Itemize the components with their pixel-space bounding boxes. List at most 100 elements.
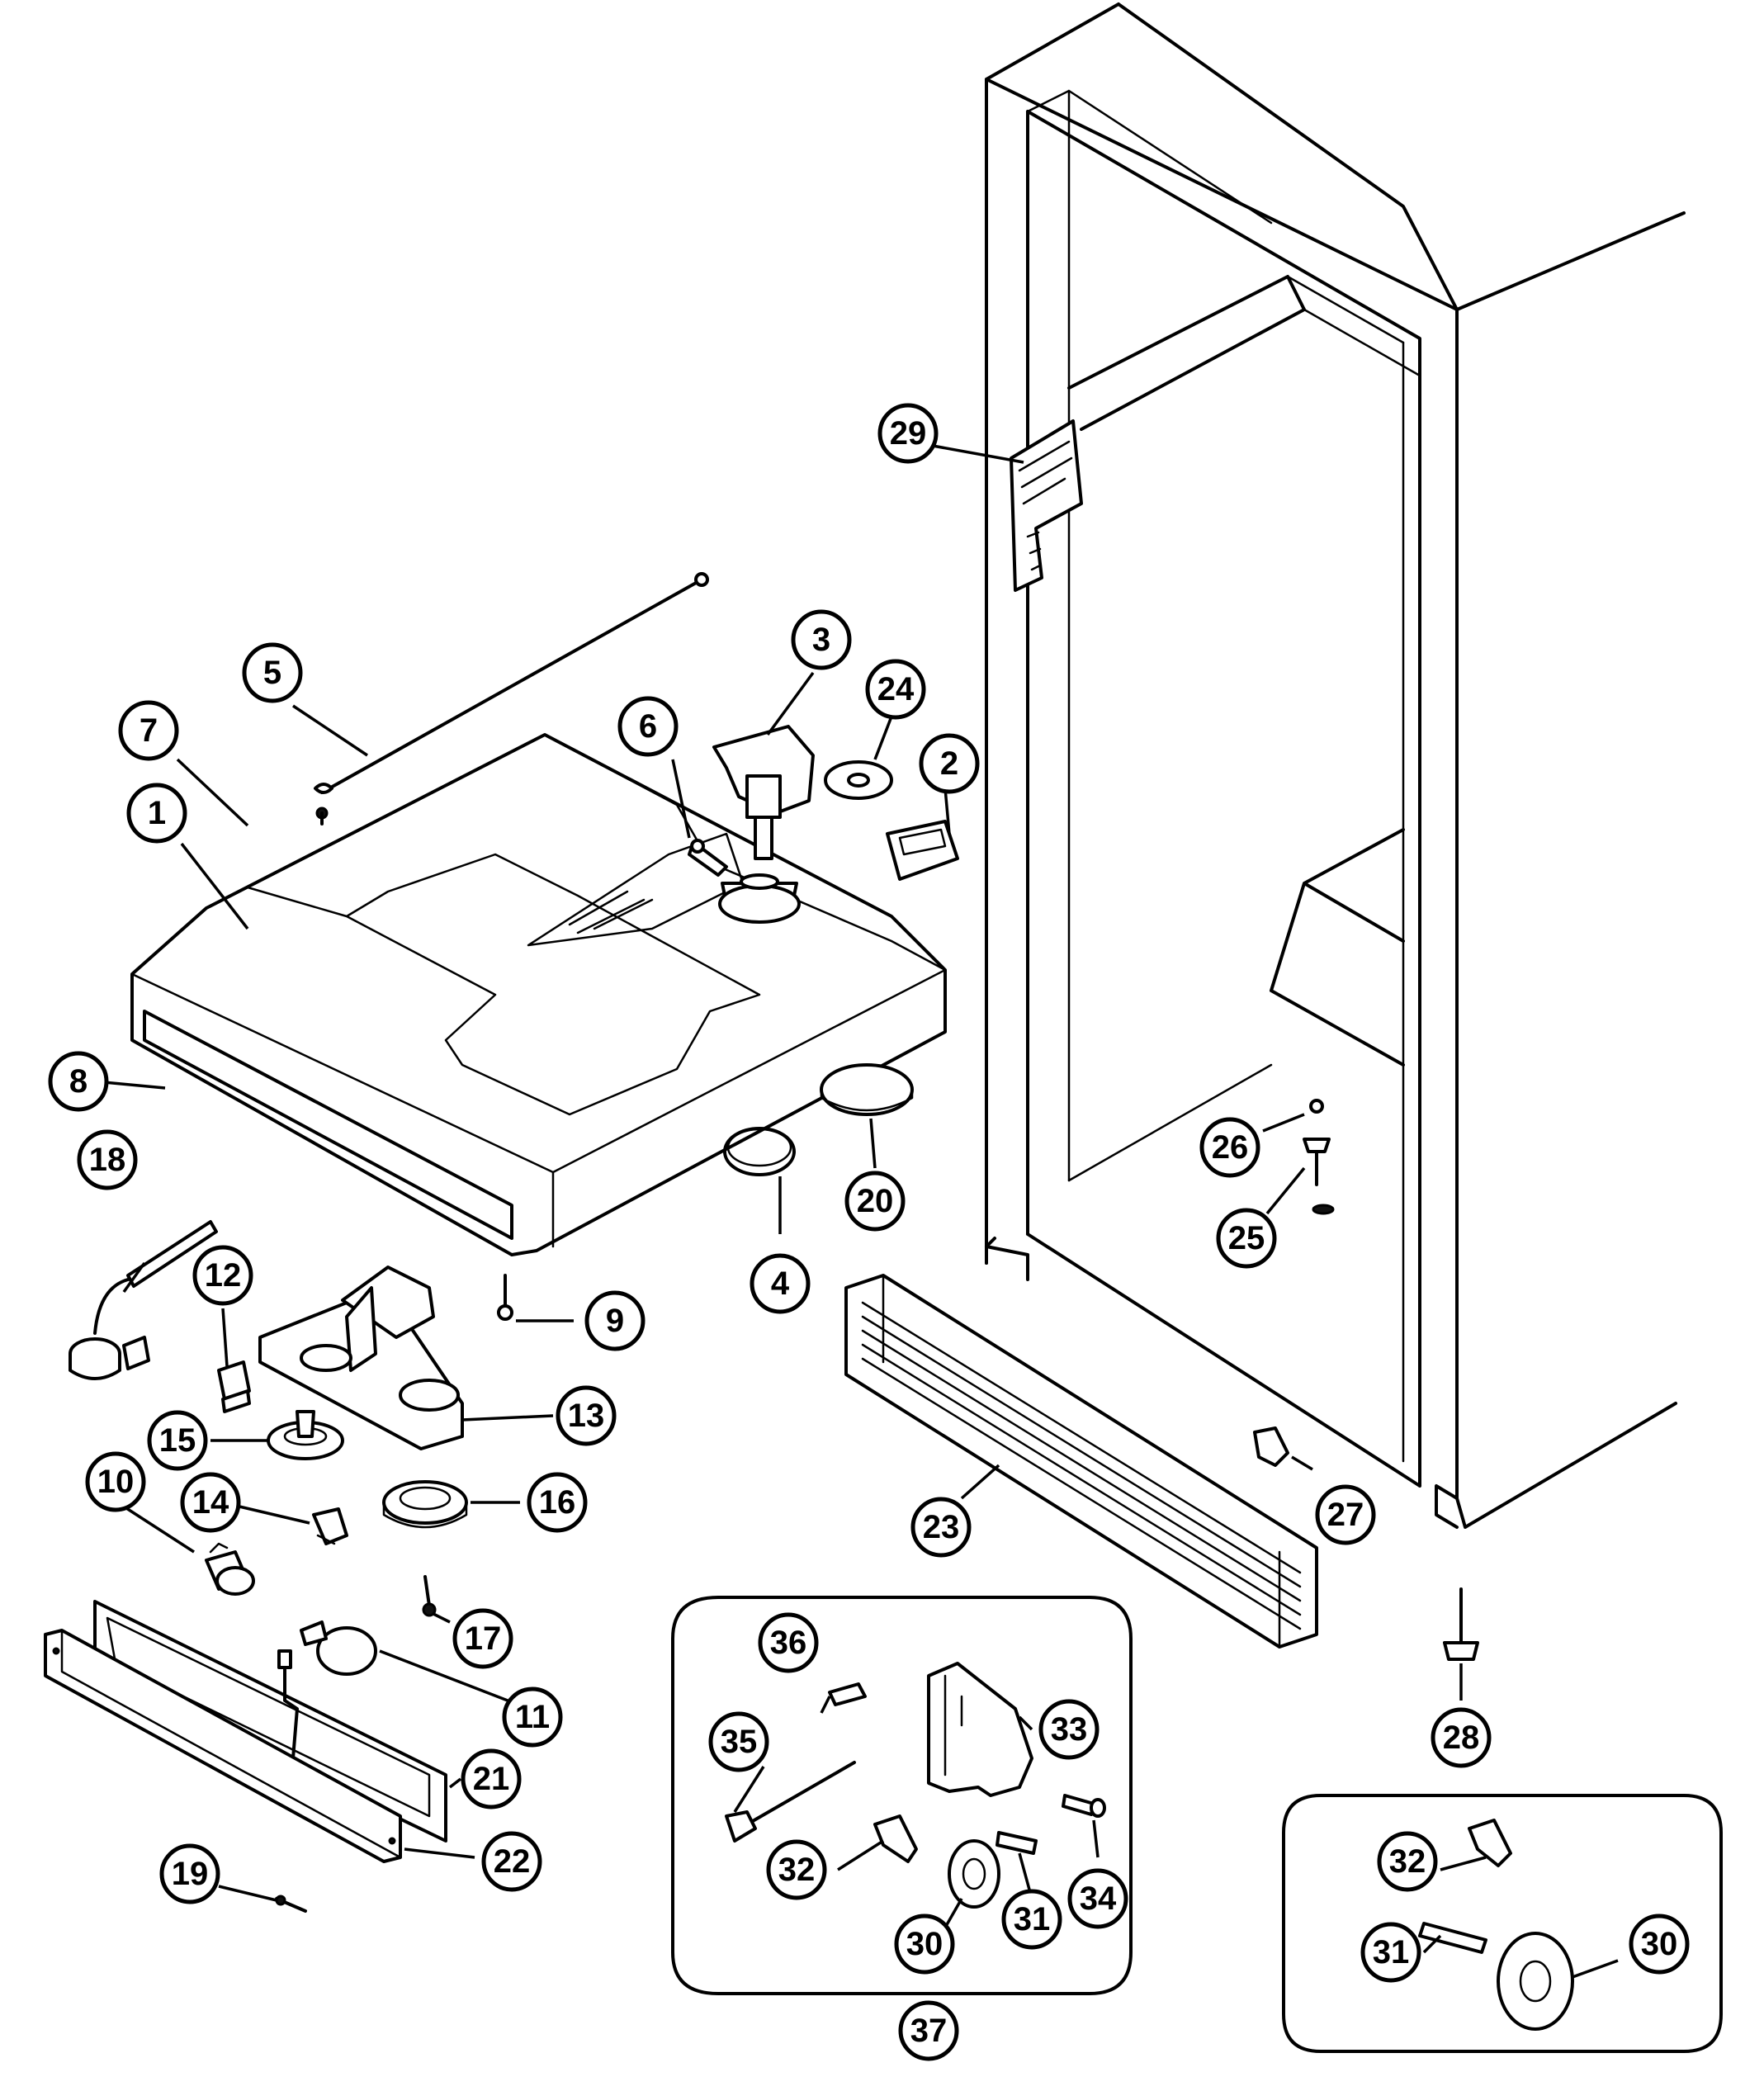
callout-number: 23 xyxy=(923,1509,960,1545)
callout-29: 29 xyxy=(877,403,939,464)
callout-number: 13 xyxy=(568,1398,605,1434)
callout-34: 34 xyxy=(1067,1868,1128,1929)
callout-circle xyxy=(1377,1831,1438,1892)
callout-circle xyxy=(77,1129,138,1190)
callout-12: 12 xyxy=(192,1245,253,1306)
callout-20: 20 xyxy=(844,1171,906,1232)
callout-circle xyxy=(766,1839,827,1900)
small-parts xyxy=(44,572,959,1913)
callout-number: 11 xyxy=(515,1699,550,1735)
callout-circle xyxy=(180,1472,241,1533)
callout-circle xyxy=(865,659,926,720)
callout-circle xyxy=(1038,1699,1100,1760)
callout-circle xyxy=(877,403,939,464)
callout-11: 11 xyxy=(502,1687,563,1748)
callout-circle xyxy=(1001,1889,1062,1950)
callout-number: 24 xyxy=(877,671,915,707)
callout-21: 21 xyxy=(461,1748,522,1810)
callout-circle xyxy=(502,1687,563,1748)
callout-number: 22 xyxy=(494,1843,531,1880)
callout-circle xyxy=(617,696,679,757)
callout-4: 4 xyxy=(750,1253,811,1314)
callout-15: 15 xyxy=(147,1410,208,1471)
callout-32a: 32 xyxy=(766,1839,827,1900)
callout-number: 9 xyxy=(606,1303,624,1339)
callout-35: 35 xyxy=(708,1711,769,1772)
callout-37: 37 xyxy=(898,2000,959,2061)
cabinet xyxy=(985,2,1686,1529)
callout-28: 28 xyxy=(1431,1707,1492,1768)
callout-number: 29 xyxy=(890,415,927,452)
callout-22: 22 xyxy=(481,1831,542,1892)
callout-circle xyxy=(48,1051,109,1112)
callout-circle xyxy=(708,1711,769,1772)
callout-circle xyxy=(1431,1707,1492,1768)
callout-number: 31 xyxy=(1373,1934,1410,1970)
callout-number: 26 xyxy=(1212,1129,1249,1166)
callout-circle xyxy=(894,1914,955,1975)
callout-number: 19 xyxy=(172,1856,209,1892)
cover-panel xyxy=(130,733,947,1256)
callout-19: 19 xyxy=(159,1843,220,1904)
callout-31a: 31 xyxy=(1001,1889,1062,1950)
callout-circle xyxy=(1216,1208,1277,1269)
callout-17: 17 xyxy=(452,1608,513,1669)
callout-number: 35 xyxy=(721,1724,758,1760)
callout-circle xyxy=(1360,1922,1421,1983)
callout-number: 30 xyxy=(906,1926,943,1962)
callout-circle xyxy=(527,1472,588,1533)
callout-circle xyxy=(118,700,179,761)
callout-number: 18 xyxy=(89,1142,126,1178)
callout-6: 6 xyxy=(617,696,679,757)
callout-circle xyxy=(1199,1117,1260,1178)
callout-circle xyxy=(1067,1868,1128,1929)
callout-27: 27 xyxy=(1315,1484,1376,1545)
callout-26: 26 xyxy=(1199,1117,1260,1178)
callout-30a: 30 xyxy=(894,1914,955,1975)
callout-number: 17 xyxy=(465,1620,502,1657)
callout-number: 37 xyxy=(910,2013,948,2049)
callout-circle xyxy=(85,1451,146,1512)
callout-number: 15 xyxy=(159,1422,196,1459)
callout-number: 33 xyxy=(1051,1711,1088,1748)
callout-number: 4 xyxy=(771,1265,790,1302)
callout-number: 21 xyxy=(473,1761,510,1797)
callout-number: 7 xyxy=(140,712,158,749)
roller-kit-small xyxy=(1282,1794,1723,2053)
callout-circle xyxy=(919,733,980,794)
callout-30b: 30 xyxy=(1629,1914,1690,1975)
callout-number: 32 xyxy=(1389,1843,1426,1880)
callout-32b: 32 xyxy=(1377,1831,1438,1892)
callout-23: 23 xyxy=(910,1497,972,1558)
callout-circle xyxy=(844,1171,906,1232)
callout-circle xyxy=(242,642,303,703)
callout-number: 6 xyxy=(639,708,657,745)
callout-number: 25 xyxy=(1228,1220,1265,1256)
callout-number: 2 xyxy=(940,745,958,782)
callout-circle xyxy=(452,1608,513,1669)
callout-33: 33 xyxy=(1038,1699,1100,1760)
callout-24: 24 xyxy=(865,659,926,720)
callout-31b: 31 xyxy=(1360,1922,1421,1983)
callout-3: 3 xyxy=(791,609,852,670)
callout-circle xyxy=(556,1385,617,1446)
roller-kit-37 xyxy=(671,1596,1133,1995)
callout-25: 25 xyxy=(1216,1208,1277,1269)
callout-circle xyxy=(147,1410,208,1471)
callout-circle xyxy=(750,1253,811,1314)
callout-number: 16 xyxy=(539,1484,576,1521)
callout-16: 16 xyxy=(527,1472,588,1533)
callout-circle xyxy=(910,1497,972,1558)
callout-number: 20 xyxy=(857,1183,894,1219)
callout-8: 8 xyxy=(48,1051,109,1112)
callout-9: 9 xyxy=(584,1290,646,1351)
callout-circle xyxy=(791,609,852,670)
callout-7: 7 xyxy=(118,700,179,761)
callout-10: 10 xyxy=(85,1451,146,1512)
callout-number: 36 xyxy=(770,1625,807,1661)
callout-2: 2 xyxy=(919,733,980,794)
callout-number: 5 xyxy=(263,655,281,691)
callout-1: 1 xyxy=(126,783,187,844)
callout-number: 32 xyxy=(778,1852,816,1888)
callout-circle xyxy=(481,1831,542,1892)
